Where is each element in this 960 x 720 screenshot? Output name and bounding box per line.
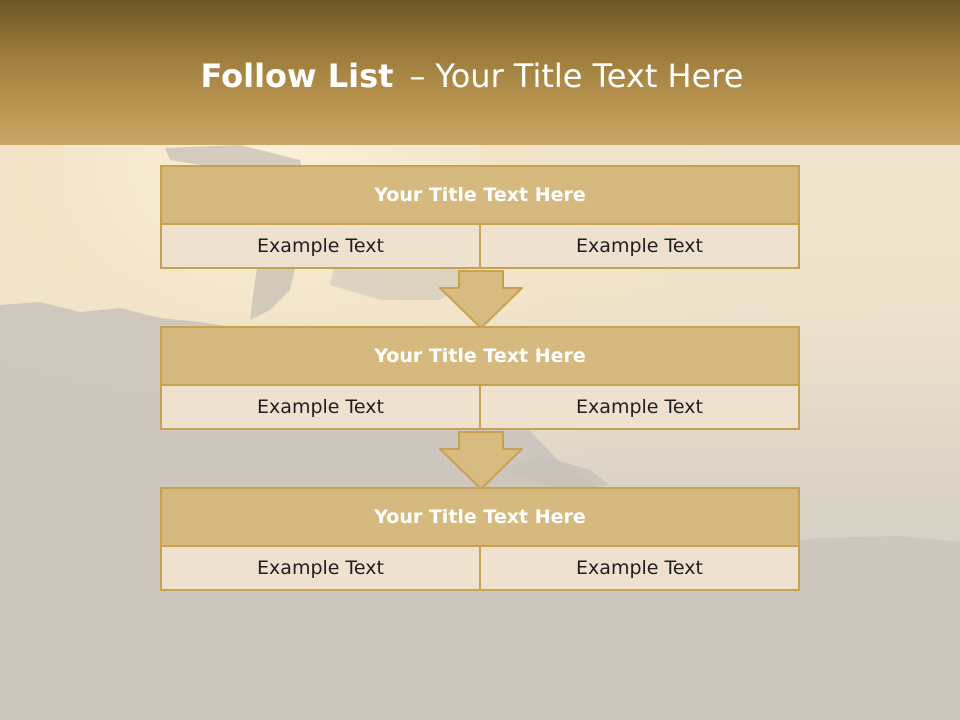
slide-title-separator: – [409, 57, 426, 95]
list-box-title: Your Title Text Here [162, 328, 798, 386]
slide-title: Follow List–Your Title Text Here [0, 52, 944, 100]
header-bar: Follow List–Your Title Text Here [0, 0, 960, 145]
list-box-left-cell: Example Text [162, 386, 481, 428]
slide-title-bold: Follow List [200, 57, 394, 95]
down-arrow-icon [439, 431, 523, 490]
list-box-title: Your Title Text Here [162, 489, 798, 547]
list-box-2: Your Title Text Here Example Text Exampl… [160, 326, 800, 430]
list-box-3: Your Title Text Here Example Text Exampl… [160, 487, 800, 591]
list-box-left-cell: Example Text [162, 547, 481, 589]
list-box-left-cell: Example Text [162, 225, 481, 267]
list-box-right-cell: Example Text [481, 225, 798, 267]
down-arrow-icon [439, 270, 523, 329]
list-box-right-cell: Example Text [481, 386, 798, 428]
list-box-title: Your Title Text Here [162, 167, 798, 225]
list-box-right-cell: Example Text [481, 547, 798, 589]
slide-title-rest: Your Title Text Here [435, 57, 744, 95]
list-box-1: Your Title Text Here Example Text Exampl… [160, 165, 800, 269]
